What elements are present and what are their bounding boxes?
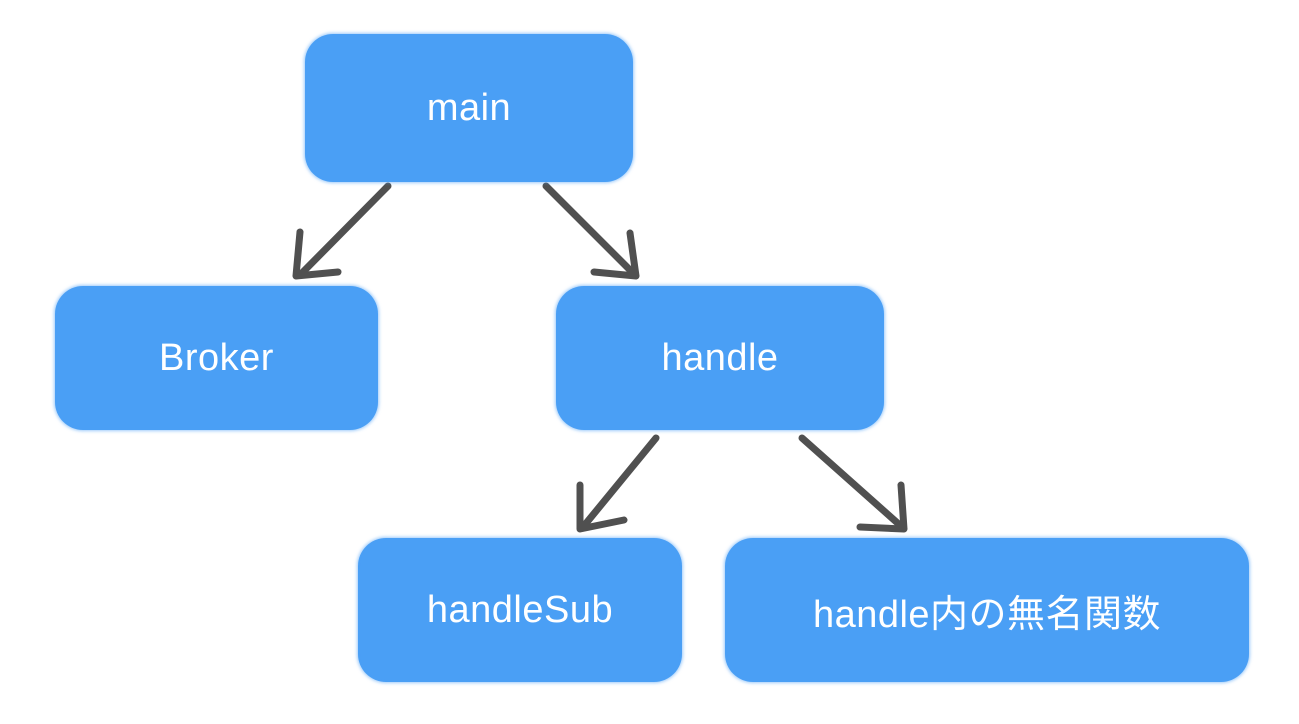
arrow-main-to-broker: [292, 182, 392, 280]
node-handlesub-label: handleSub: [426, 588, 614, 631]
node-handlesub: handleSub: [360, 540, 680, 680]
node-handle-label: handle: [661, 336, 779, 379]
node-main: main: [307, 36, 631, 180]
node-handle-anonymous-function-label: handle内の無名関数: [812, 593, 1162, 636]
node-handle: handle: [558, 288, 882, 428]
node-broker: Broker: [57, 288, 376, 428]
node-main-label: main: [426, 86, 512, 129]
arrow-main-to-handle: [542, 182, 640, 280]
node-handle-anonymous-function: handle内の無名関数: [727, 540, 1247, 680]
arrow-handle-to-anonymous: [798, 434, 908, 533]
arrow-handle-to-handlesub: [576, 434, 660, 533]
node-broker-label: Broker: [159, 336, 274, 379]
